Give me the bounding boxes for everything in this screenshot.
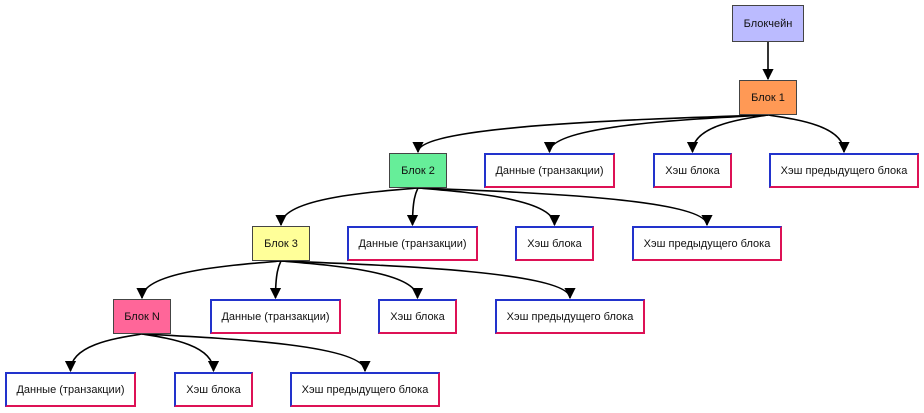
edge-block3-to-blockN: [136, 260, 282, 300]
edge-block2-to-hash2: [417, 187, 561, 227]
block-2-node: Блок 2: [389, 153, 447, 188]
block-3-hash-node: Хэш блока: [378, 299, 457, 334]
block-1-node: Блок 1: [739, 80, 797, 115]
block-1-hash-node: Хэш блока: [653, 153, 732, 188]
edge-block2-to-block3: [275, 187, 419, 227]
edge-block1-to-block2: [412, 114, 769, 154]
block-3-data-node: Данные (транзакции): [210, 299, 341, 334]
block-3-node: Блок 3: [252, 226, 310, 261]
blockchain-node: Блокчейн: [732, 5, 804, 42]
edge-blockN-to-hashN: [141, 333, 220, 373]
edge-blockN-to-prevN: [141, 333, 371, 373]
edge-block2-to-prev2: [417, 187, 713, 227]
edge-block3-to-hash3: [280, 260, 424, 300]
edge-block1-to-prev1: [767, 114, 850, 154]
edge-block1-to-data1: [543, 114, 769, 154]
block-n-hash-node: Хэш блока: [174, 372, 253, 407]
edge-block1-to-hash1: [686, 114, 769, 154]
edge-block3-to-data3: [269, 260, 282, 300]
block-2-prev-hash-node: Хэш предыдущего блока: [632, 226, 782, 261]
block-n-node: Блок N: [113, 299, 171, 334]
block-1-data-node: Данные (транзакции): [484, 153, 615, 188]
block-2-hash-node: Хэш блока: [515, 226, 594, 261]
block-2-data-node: Данные (транзакции): [347, 226, 478, 261]
edge-block2-to-data2: [406, 187, 419, 227]
block-n-data-node: Данные (транзакции): [5, 372, 136, 407]
edge-blockN-to-dataN: [64, 333, 143, 373]
block-n-prev-hash-node: Хэш предыдущего блока: [290, 372, 440, 407]
block-1-prev-hash-node: Хэш предыдущего блока: [769, 153, 919, 188]
edge-block3-to-prev3: [280, 260, 576, 300]
block-3-prev-hash-node: Хэш предыдущего блока: [495, 299, 645, 334]
